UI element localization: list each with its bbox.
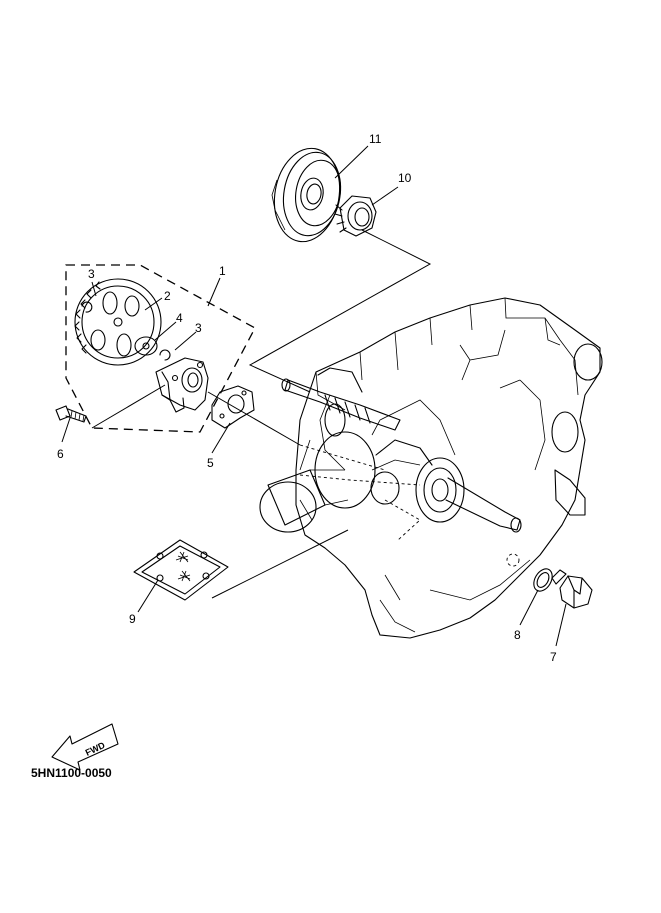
- crankcase: [295, 297, 603, 639]
- part-5-gasket: [211, 385, 255, 429]
- fwd-label: FWD: [84, 740, 107, 758]
- callout-3-upper: 3: [88, 267, 95, 281]
- part-11-filter-cover: [271, 147, 342, 243]
- oil-pump-body: [155, 357, 209, 413]
- part-4-washer: [134, 336, 158, 356]
- diagram-reference-code: 5HN1100-0050: [31, 766, 112, 780]
- callout-6: 6: [57, 447, 64, 461]
- fwd-arrow-icon: FWD: [51, 723, 119, 771]
- part-3-circlip-upper: [81, 301, 93, 313]
- drive-shaft: [281, 367, 401, 437]
- part-2-gear: [74, 278, 162, 366]
- assembly-lines: [91, 229, 432, 599]
- callout-5: 5: [207, 456, 214, 470]
- part-7-drain-plug: [551, 569, 593, 609]
- callout-7: 7: [550, 650, 557, 664]
- part-6-bolt: [55, 405, 87, 423]
- assembly-1-outline: [65, 264, 256, 433]
- callout-8: 8: [514, 628, 521, 642]
- callout-11: 11: [369, 132, 382, 146]
- part-8-washer: [533, 568, 553, 592]
- callout-leaders: [61, 145, 567, 647]
- callout-4: 4: [176, 311, 183, 325]
- callout-1: 1: [219, 264, 226, 278]
- callout-2: 2: [164, 289, 171, 303]
- callout-3-lower: 3: [195, 321, 202, 335]
- callout-10: 10: [398, 171, 412, 185]
- callout-9: 9: [129, 612, 136, 626]
- part-10-nut: [334, 195, 377, 237]
- part-9-strainer: [133, 539, 229, 601]
- crank-boss: [259, 469, 349, 533]
- part-3-circlip-lower: [159, 349, 171, 361]
